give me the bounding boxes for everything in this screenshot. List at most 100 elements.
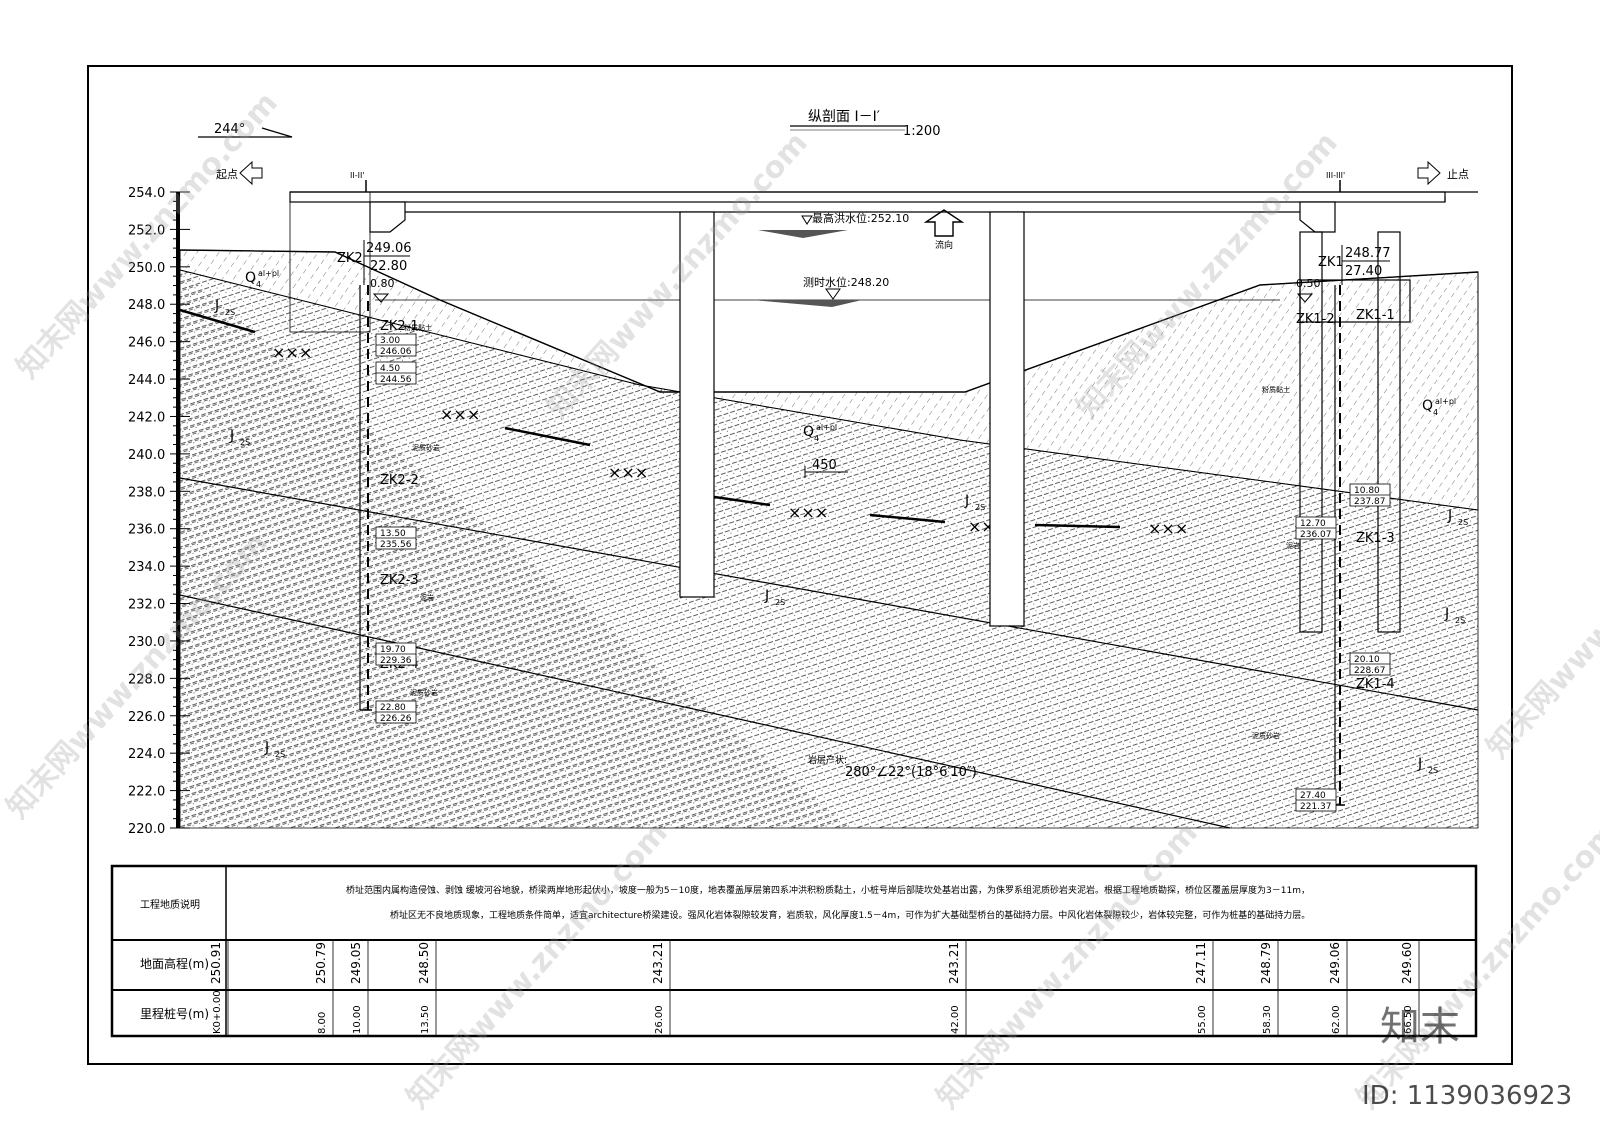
pile-right-2 bbox=[1377, 231, 1401, 633]
layer-depth: 4.50 bbox=[380, 364, 400, 374]
right-cap bbox=[1299, 279, 1411, 323]
bridge-structure bbox=[289, 191, 1478, 633]
ground-elev-value: 247.11 bbox=[1194, 942, 1208, 984]
sandstone-label-2: 泥质砂岩 bbox=[410, 688, 438, 697]
elevation-tick-label: 234.0 bbox=[128, 560, 165, 575]
mileage-value: 8.00 bbox=[317, 1012, 328, 1034]
zk1-depth: 27.40 bbox=[1345, 264, 1382, 279]
zk1-sample-1: ZK1-1 bbox=[1356, 308, 1395, 323]
strata-layers bbox=[179, 249, 1479, 829]
zk1-sample-2: ZK1-2 bbox=[1296, 312, 1335, 327]
layer-depth: 12.70 bbox=[1300, 519, 1326, 529]
layer-elev: 226.26 bbox=[380, 714, 412, 724]
abutment-right bbox=[1299, 201, 1336, 233]
ground-label: 地面高程(m) bbox=[140, 956, 209, 971]
zk2-depth: 22.80 bbox=[370, 259, 407, 274]
borehole-zk2: ZK2 249.06 22.80 0.80 ZK2-1 ZK2-2 ZK2-3 … bbox=[337, 240, 419, 724]
measured-level-label: 测时水位:248.20 bbox=[803, 275, 889, 289]
zk1-layer-table: 10.80237.8712.70236.0720.10228.6727.4022… bbox=[1295, 483, 1391, 812]
zk2-layer-table: 3.00246.064.50244.5613.50235.5619.70229.… bbox=[375, 333, 417, 724]
zk2-sample-2: ZK2-2 bbox=[380, 473, 419, 488]
j2s-sub: 2S bbox=[240, 438, 250, 447]
elevation-tick-label: 230.0 bbox=[128, 635, 165, 650]
layer-depth: 13.50 bbox=[380, 529, 406, 539]
elevation-tick-label: 252.0 bbox=[128, 223, 165, 238]
watermark-5: 知末网www.znzmo.com bbox=[400, 816, 675, 1116]
layer-depth: 3.00 bbox=[380, 336, 400, 346]
layer-depth: 27.40 bbox=[1300, 791, 1326, 801]
section-mark-left: II-II' bbox=[350, 171, 365, 180]
desc-label: 工程地质说明 bbox=[140, 898, 200, 911]
j2s-label: J bbox=[1447, 508, 1452, 524]
zk2-water-icon bbox=[372, 293, 390, 303]
section-title: 纵剖面 I－I′ bbox=[808, 109, 880, 125]
table-columns: 250.91K0+0.00250.798.00249.0510.00248.50… bbox=[209, 940, 1420, 1036]
elevation-tick-label: 228.0 bbox=[128, 672, 165, 687]
x-mark-4: ××× bbox=[788, 503, 828, 522]
zk2-water: 0.80 bbox=[370, 277, 395, 290]
start-arrow-icon bbox=[239, 160, 263, 186]
fault-trace-4 bbox=[869, 513, 946, 524]
q4-label-left: Q bbox=[245, 270, 256, 286]
clay-label-left: 粉质黏土 bbox=[404, 323, 432, 332]
mudstone-label-1: 泥岩 bbox=[420, 593, 434, 602]
j2s-sub: 2S bbox=[1458, 518, 1468, 527]
q4-label-right: Q bbox=[1422, 398, 1433, 414]
borehole-zk1: ZK1 248.77 27.40 0.50 ZK1-1 ZK1-2 ZK1-3 … bbox=[1295, 245, 1395, 812]
flood-level-label: 最高洪水位:252.10 bbox=[812, 211, 909, 225]
flow-arrow-icon bbox=[923, 209, 965, 237]
mileage-value: K0+0.00 bbox=[212, 990, 223, 1034]
ground-elev-value: 243.21 bbox=[651, 942, 665, 984]
mileage-value: 62.00 bbox=[1331, 1005, 1342, 1034]
fault-trace-1 bbox=[179, 308, 256, 334]
abutment-left-outline bbox=[289, 191, 371, 333]
bedding-plane-1 bbox=[179, 477, 1479, 711]
zk2-top-elev: 249.06 bbox=[366, 241, 412, 256]
zk1-sample-4: ZK1-4 bbox=[1356, 677, 1395, 692]
bedding-plane-2 bbox=[179, 594, 1231, 829]
pier-2 bbox=[989, 211, 1025, 627]
elevation-tick-label: 240.0 bbox=[128, 448, 165, 463]
ground-elev-value: 248.79 bbox=[1259, 942, 1273, 984]
desc-line-2: 桥址区无不良地质现象，工程地质条件简单，适宜architecture桥梁建设。强… bbox=[390, 909, 1310, 921]
pier-1 bbox=[679, 211, 715, 598]
watermark-2: 知末网www.znzmo.com bbox=[540, 126, 815, 426]
ground-elev-value: 249.60 bbox=[1400, 942, 1414, 984]
layer-depth: 19.70 bbox=[380, 645, 406, 655]
elevation-tick-label: 226.0 bbox=[128, 710, 165, 725]
section-mark-right: III-III' bbox=[1326, 171, 1345, 180]
zk1-top-elev: 248.77 bbox=[1345, 246, 1391, 261]
j2s-sub: 2S bbox=[975, 503, 985, 512]
start-label: 起点 bbox=[216, 168, 238, 181]
sandstone-label-3: 泥质砂岩 bbox=[1252, 731, 1280, 740]
layer-elev: 237.87 bbox=[1354, 497, 1386, 507]
flood-level-icon bbox=[801, 215, 813, 225]
j2s-label: J bbox=[964, 493, 969, 509]
ground-elev-value: 249.06 bbox=[1328, 942, 1342, 984]
info-table: 工程地质说明 桥址范围内属构造侵蚀、剥蚀 缓坡河谷地貌，桥梁两岸地形起伏小，坡度… bbox=[110, 864, 1478, 1038]
mileage-value: 13.50 bbox=[420, 1005, 431, 1034]
ground-surface-line bbox=[179, 249, 1479, 393]
layer-elev: 236.07 bbox=[1300, 530, 1332, 540]
measured-level-marker bbox=[752, 300, 862, 307]
j2s-label: J bbox=[764, 588, 769, 604]
ground-elev-value: 243.21 bbox=[947, 942, 961, 984]
x-mark-1: ××× bbox=[272, 343, 312, 362]
end-arrow-icon bbox=[1417, 160, 1441, 186]
q4-label-mid: Q bbox=[803, 424, 814, 440]
sandstone-label-1: 泥质砂岩 bbox=[412, 443, 440, 452]
elevation-tick-label: 242.0 bbox=[128, 410, 165, 425]
elevation-tick-label: 244.0 bbox=[128, 373, 165, 388]
table-frame bbox=[110, 864, 1478, 1038]
zk1-name: ZK1 bbox=[1318, 255, 1344, 270]
fault-trace-5 bbox=[1034, 523, 1121, 529]
zk2-sample-3: ZK2-3 bbox=[380, 573, 419, 588]
desc-line-1: 桥址范围内属构造侵蚀、剥蚀 缓坡河谷地貌，桥梁两岸地形起伏小，坡度一般为5－10… bbox=[346, 884, 1310, 896]
q4-sub-right: 4 bbox=[1433, 408, 1438, 417]
mileage-value: 26.00 bbox=[654, 1005, 665, 1034]
x-mark-3: ××× bbox=[608, 463, 648, 482]
attitude-label: 岩层产状: bbox=[808, 754, 847, 766]
j2s-sub: 2S bbox=[225, 308, 235, 317]
elevation-tick-label: 224.0 bbox=[128, 747, 165, 762]
mileage-label: 里程桩号(m) bbox=[140, 1006, 209, 1021]
